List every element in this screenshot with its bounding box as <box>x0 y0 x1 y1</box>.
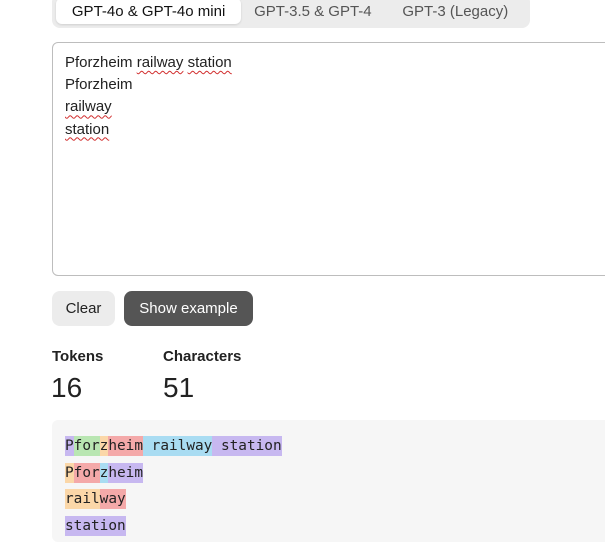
token-chip: station <box>212 436 282 456</box>
tokens-label: Tokens <box>52 348 104 365</box>
token-chip: z <box>99 462 109 483</box>
token-chip: way <box>99 489 126 510</box>
tab-gpt-4o[interactable]: GPT-4o & GPT-4o mini <box>56 0 242 24</box>
token-line: station <box>65 513 599 540</box>
token-line: railway <box>65 486 599 513</box>
token-line: Pforzheim <box>65 460 599 487</box>
misspelled-word: station <box>65 120 110 138</box>
editor-line: Pforzheim railway station <box>65 52 605 74</box>
tab-gpt-3-5-gpt-4[interactable]: GPT-3.5 & GPT-4 <box>254 2 372 20</box>
clear-button[interactable]: Clear <box>52 291 115 326</box>
editor-text: Pforzheim <box>65 54 137 71</box>
editor-line: railway <box>65 96 605 118</box>
tab-gpt-3-legacy[interactable]: GPT-3 (Legacy) <box>402 2 509 20</box>
token-chip: for <box>73 462 100 483</box>
misspelled-word: railway <box>65 98 112 116</box>
token-chip: P <box>65 436 74 456</box>
token-chip: for <box>73 436 100 456</box>
model-tabs: GPT-4o & GPT-4o mini GPT-3.5 & GPT-4 GPT… <box>52 0 530 28</box>
characters-count: 51 <box>163 372 195 403</box>
token-chip: railway <box>143 436 213 456</box>
show-example-button[interactable]: Show example <box>124 291 253 326</box>
editor-line: station <box>65 119 605 141</box>
token-line: Pforzheim railway station <box>65 433 599 460</box>
misspelled-word: station <box>187 54 232 71</box>
misspelled-word: railway <box>136 54 184 71</box>
token-chip: heim <box>108 462 143 483</box>
characters-label: Characters <box>163 348 242 365</box>
tokens-count: 16 <box>51 372 83 403</box>
token-chip: z <box>99 436 109 456</box>
token-chip: heim <box>108 436 143 456</box>
editor-text: Pforzheim <box>65 76 133 94</box>
token-chip: P <box>65 462 74 483</box>
token-chip: rail <box>65 489 100 510</box>
token-chip: station <box>65 515 126 536</box>
editor-line: Pforzheim <box>65 74 605 96</box>
